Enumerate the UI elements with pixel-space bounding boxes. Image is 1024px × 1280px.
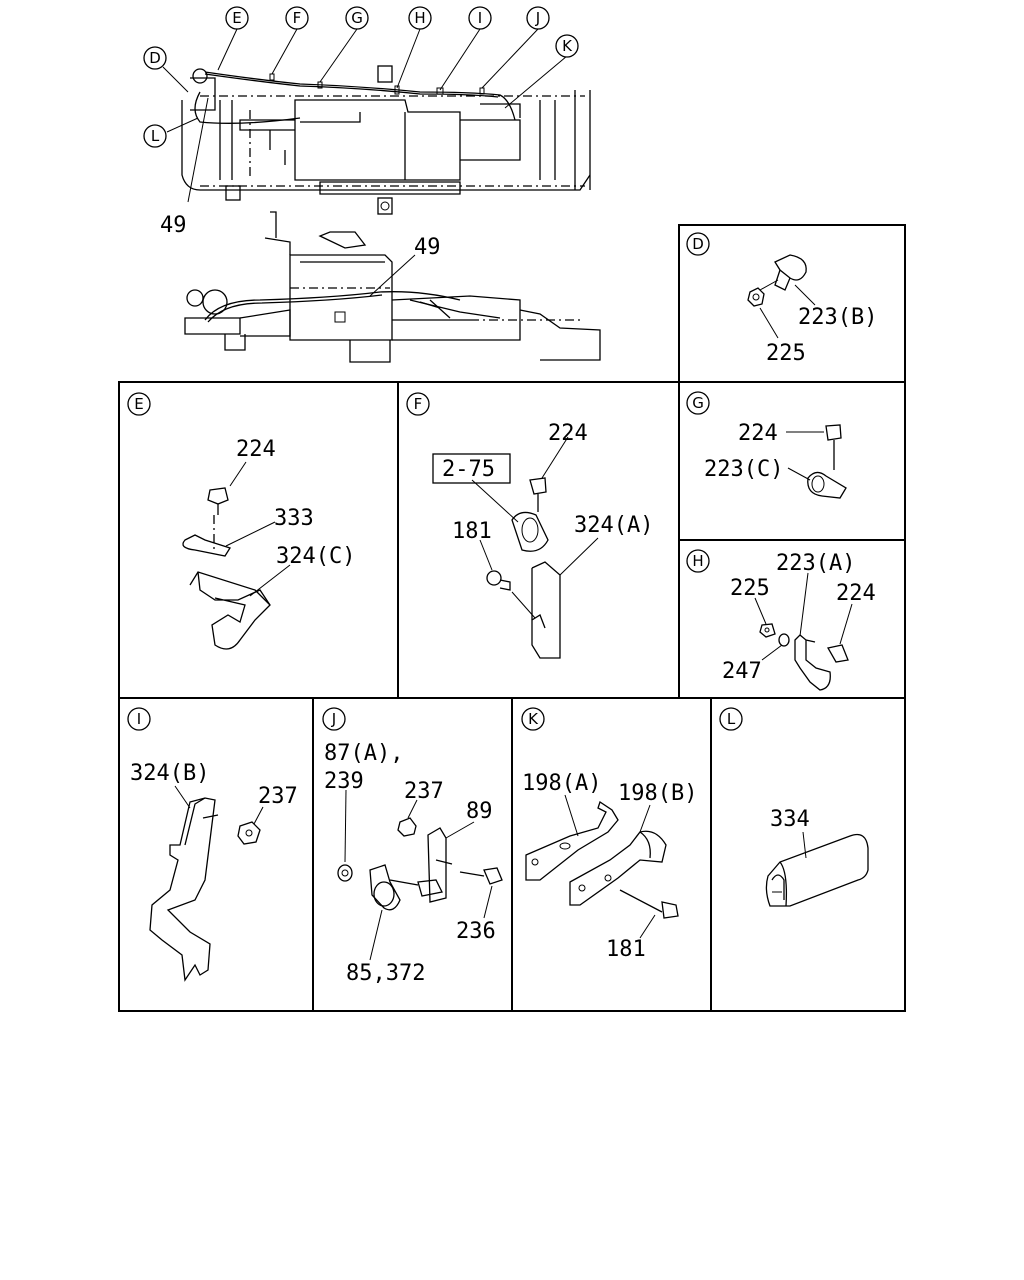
panel-f-label-324a: 324(A) — [574, 513, 653, 538]
panel-h-label-224: 224 — [836, 581, 876, 606]
panel-g-label-223c: 223(C) — [704, 457, 783, 482]
callout-j-letter: J — [535, 9, 540, 27]
panel-j-label-85-372: 85,372 — [346, 961, 425, 986]
callout-f-letter: F — [293, 9, 302, 27]
panel-j-letter: J — [331, 710, 336, 728]
panel-k-letter: K — [528, 710, 539, 728]
panel-j-label-237: 237 — [404, 779, 444, 804]
panel-h-label-223a: 223(A) — [776, 551, 855, 576]
callout-j: J — [526, 6, 550, 30]
panel-j-label-89: 89 — [466, 799, 493, 824]
panel-k-label-181: 181 — [606, 937, 646, 962]
callout-e: E — [225, 6, 249, 30]
callout-g: G — [345, 6, 369, 30]
panel-e-frame — [118, 381, 399, 699]
panel-d-letter: D — [692, 235, 704, 253]
callout-h: H — [408, 6, 432, 30]
panel-f-label-181: 181 — [452, 519, 492, 544]
panel-l-label-334: 334 — [770, 807, 810, 832]
panel-h-label-247: 247 — [722, 659, 762, 684]
panel-i-label-237: 237 — [258, 784, 298, 809]
overview-callouts: E F G H I J K D L — [143, 6, 579, 148]
panel-k-label-198a: 198(A) — [522, 771, 601, 796]
panel-g-letter: G — [692, 394, 704, 412]
panel-j: J 87(A), 239 237 89 236 85,372 — [322, 707, 503, 986]
callout-i: I — [468, 6, 492, 30]
panel-f-ref-box — [432, 453, 511, 484]
callout-h-letter: H — [414, 9, 425, 27]
callout-f: F — [285, 6, 309, 30]
panel-e-label-333: 333 — [274, 506, 314, 531]
callout-l-letter: L — [151, 127, 160, 145]
panel-g: G 224 223(C) — [686, 391, 847, 499]
panel-i-label-324b: 324(B) — [130, 761, 209, 786]
panel-f-label-224: 224 — [548, 421, 588, 446]
panel-e-letter: E — [134, 395, 143, 413]
panel-f-letter: F — [414, 395, 423, 413]
panel-l-frame — [710, 697, 906, 1012]
panel-j-label-87a: 87(A), — [324, 741, 403, 766]
panel-i-letter: I — [137, 710, 141, 728]
callout-e-letter: E — [232, 9, 241, 27]
panel-g-label-224: 224 — [738, 421, 778, 446]
panel-f-ref-label: 2-75 — [442, 457, 495, 482]
panel-i: I 324(B) 237 — [127, 707, 298, 982]
panel-k-frame — [511, 697, 712, 1012]
panel-h-label-225: 225 — [730, 576, 770, 601]
panel-e-label-324c: 324(C) — [276, 544, 355, 569]
panel-d: D 223(B) 225 — [686, 232, 877, 366]
panel-l: L 334 — [719, 707, 869, 907]
panel-e-label-224: 224 — [236, 437, 276, 462]
callout-k-letter: K — [562, 37, 573, 55]
panel-grid — [118, 224, 906, 1012]
panel-i-frame — [118, 697, 314, 1012]
panel-h-letter: H — [692, 552, 703, 570]
callout-l: L — [143, 124, 167, 148]
panel-d-label-225: 225 — [766, 341, 806, 366]
chassis-side-view — [184, 211, 601, 363]
panel-h: H 223(A) 225 224 247 — [686, 549, 876, 691]
panel-f: F 2-75 224 181 324(A) — [406, 392, 653, 659]
part-49-top-label: 49 — [160, 213, 187, 238]
callout-i-letter: I — [478, 9, 482, 27]
callout-d-letter: D — [149, 49, 161, 67]
chassis-top-view — [162, 28, 591, 215]
callout-g-letter: G — [351, 9, 363, 27]
panel-e: E 224 333 324(C) — [127, 392, 355, 650]
callout-k: K — [555, 34, 579, 58]
callout-d: D — [143, 46, 167, 70]
panel-d-label-223b: 223(B) — [798, 305, 877, 330]
panel-k-label-198b: 198(B) — [618, 781, 697, 806]
panel-l-letter: L — [727, 710, 736, 728]
part-49-bottom-label: 49 — [414, 235, 441, 260]
panel-k: K 198(A) 198(B) 181 — [521, 707, 697, 962]
panel-j-label-236: 236 — [456, 919, 496, 944]
panel-f-frame — [397, 381, 680, 699]
panel-j-label-239: 239 — [324, 769, 364, 794]
